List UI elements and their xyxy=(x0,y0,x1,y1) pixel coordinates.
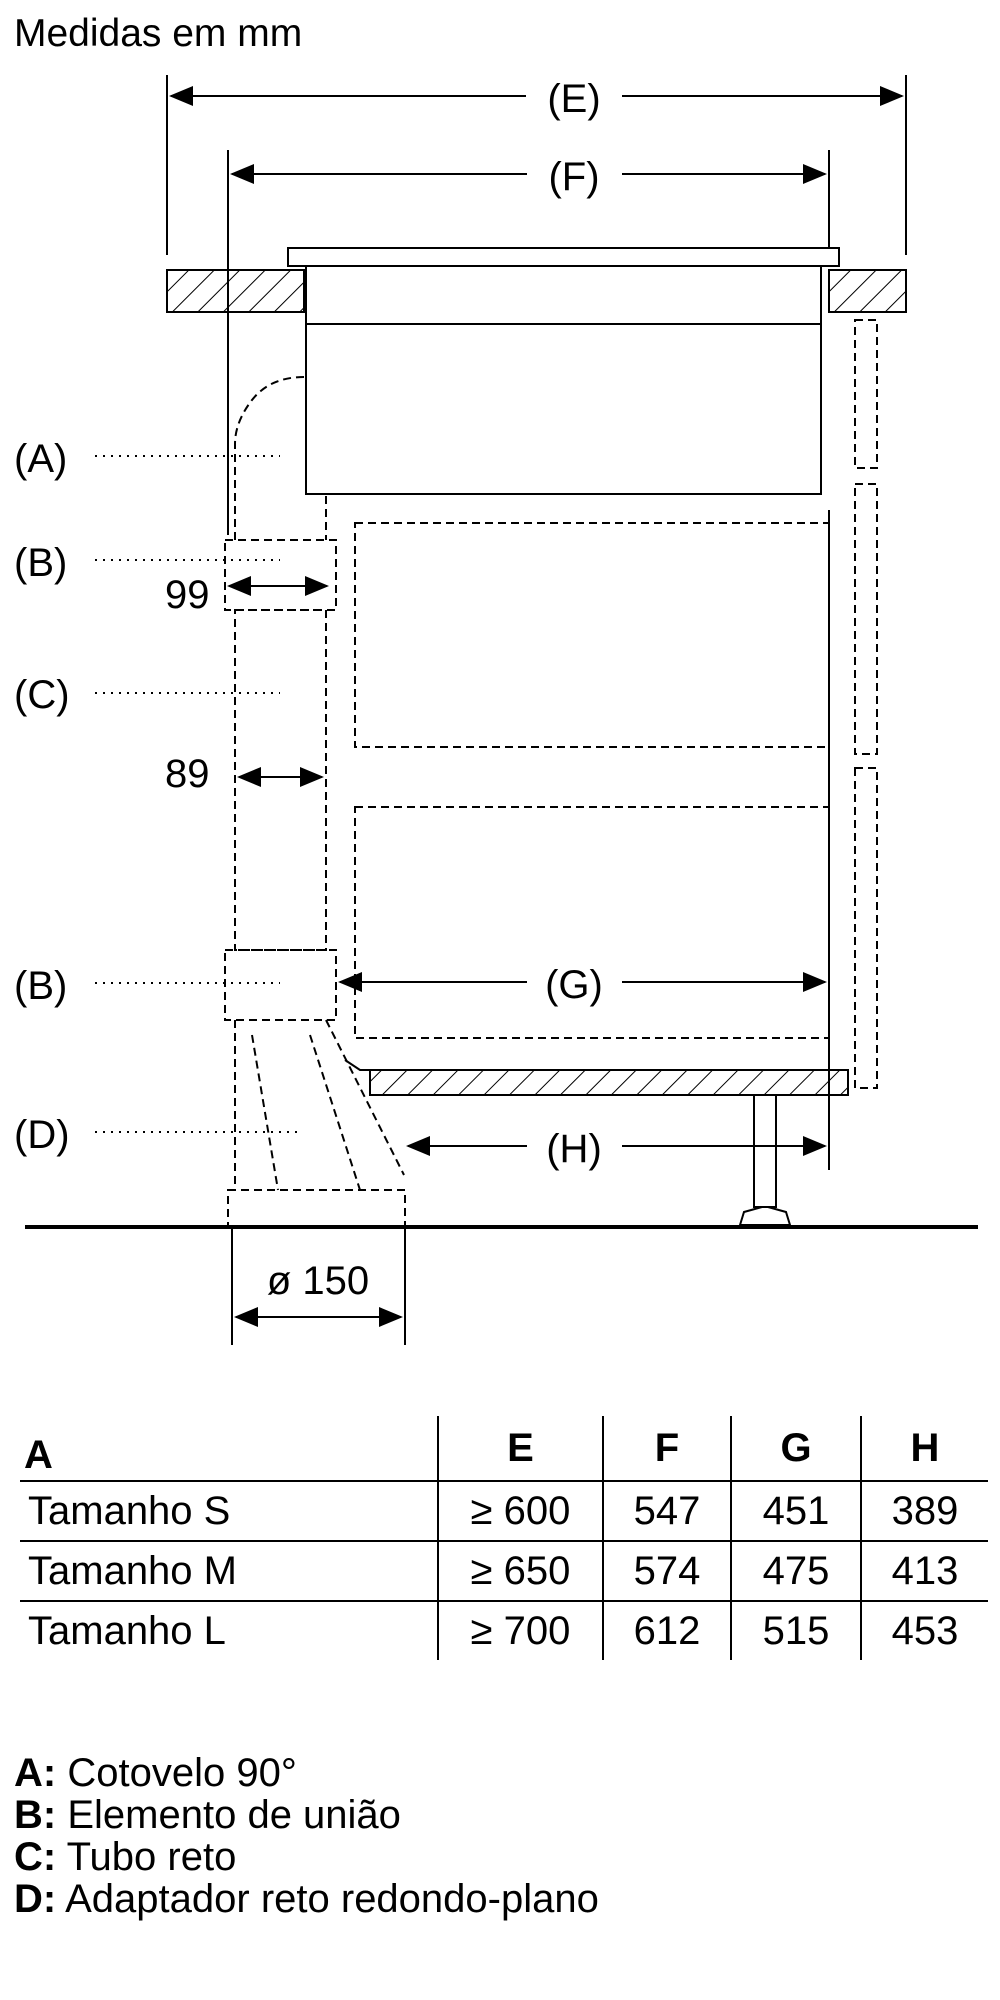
table-header: G xyxy=(730,1416,861,1482)
table-header-row: A E F G H xyxy=(20,1416,988,1482)
label-99: 99 xyxy=(165,573,210,617)
label-g: (G) xyxy=(545,963,603,1007)
shelf-bracket xyxy=(344,1059,370,1071)
table-cell: ≥ 700 xyxy=(437,1601,603,1660)
table-cell: Tamanho L xyxy=(28,1609,226,1653)
worktop xyxy=(166,269,907,313)
duct-system xyxy=(224,376,406,1229)
label-f: (F) xyxy=(548,155,599,199)
table-row: Tamanho S ≥ 600 547 451 389 xyxy=(20,1481,988,1542)
table-cell: 451 xyxy=(730,1481,861,1542)
legend-text: Adaptador reto redondo-plano xyxy=(65,1877,599,1921)
dimensions-table: A E F G H Tamanho S ≥ 600 547 451 389 Ta… xyxy=(20,1416,988,1660)
legend-text: Tubo reto xyxy=(66,1835,237,1879)
shelf xyxy=(369,1069,849,1096)
dimension-150: ø 150 xyxy=(231,1228,406,1345)
label-h: (H) xyxy=(546,1127,602,1171)
extension-lines xyxy=(166,75,907,535)
table-cell: Tamanho M xyxy=(20,1541,438,1602)
table-cell: 413 xyxy=(860,1541,988,1602)
installation-diagram: (E) (F) xyxy=(14,75,978,1345)
label-d: (D) xyxy=(14,1113,70,1157)
legend-key: C: xyxy=(14,1835,57,1879)
units-label: Medidas em mm xyxy=(14,12,303,55)
table-row: Tamanho L ≥ 700 612 515 453 xyxy=(20,1601,988,1660)
label-e: (E) xyxy=(547,77,600,121)
legend-item: A: Cotovelo 90° xyxy=(14,1752,599,1794)
table-cell: Tamanho S xyxy=(20,1481,438,1542)
table-header: F xyxy=(602,1416,731,1482)
legend-item: B: Elemento de união xyxy=(14,1794,599,1836)
dimension-99: 99 xyxy=(165,573,329,617)
legend-item: D: Adaptador reto redondo-plano xyxy=(14,1878,599,1920)
table-row: Tamanho M ≥ 650 574 475 413 xyxy=(20,1541,988,1602)
legend-key: B: xyxy=(14,1793,57,1837)
table-cell: 475 xyxy=(730,1541,861,1602)
table-cell: ≥ 600 xyxy=(437,1481,603,1542)
drawers xyxy=(354,522,830,1039)
side-profile xyxy=(854,319,878,1089)
label-150: ø 150 xyxy=(267,1259,369,1303)
label-c: (C) xyxy=(14,673,70,717)
table-cell: 574 xyxy=(602,1541,731,1602)
dimension-f: (F) xyxy=(230,155,827,199)
dimension-h: (H) xyxy=(406,1127,827,1171)
label-89: 89 xyxy=(165,752,210,796)
table-cell: 389 xyxy=(860,1481,988,1542)
legend: A: Cotovelo 90° B: Elemento de união C: … xyxy=(14,1752,599,1920)
dimension-89: 89 xyxy=(165,752,324,796)
table-header: H xyxy=(860,1416,988,1482)
legend-key: D: xyxy=(14,1877,57,1921)
legend-text: Cotovelo 90° xyxy=(67,1751,297,1795)
legend-text: Elemento de união xyxy=(67,1793,401,1837)
table-cell: ≥ 650 xyxy=(437,1541,603,1602)
label-b-bottom: (B) xyxy=(14,964,67,1008)
table-cell: 612 xyxy=(602,1601,731,1660)
table-cell: 547 xyxy=(602,1481,731,1542)
dimension-e: (E) xyxy=(169,77,904,121)
furniture-leg xyxy=(738,1094,792,1226)
legend-key: A: xyxy=(14,1751,57,1795)
cooktop xyxy=(287,247,840,495)
dimension-g: (G) xyxy=(338,963,827,1007)
table-cell: 453 xyxy=(860,1601,988,1660)
legend-item: C: Tubo reto xyxy=(14,1836,599,1878)
label-a: (A) xyxy=(14,437,67,481)
label-b-top: (B) xyxy=(14,541,67,585)
table-header: A xyxy=(20,1416,438,1482)
table-cell: 515 xyxy=(730,1601,861,1660)
table-header: E xyxy=(437,1416,603,1482)
